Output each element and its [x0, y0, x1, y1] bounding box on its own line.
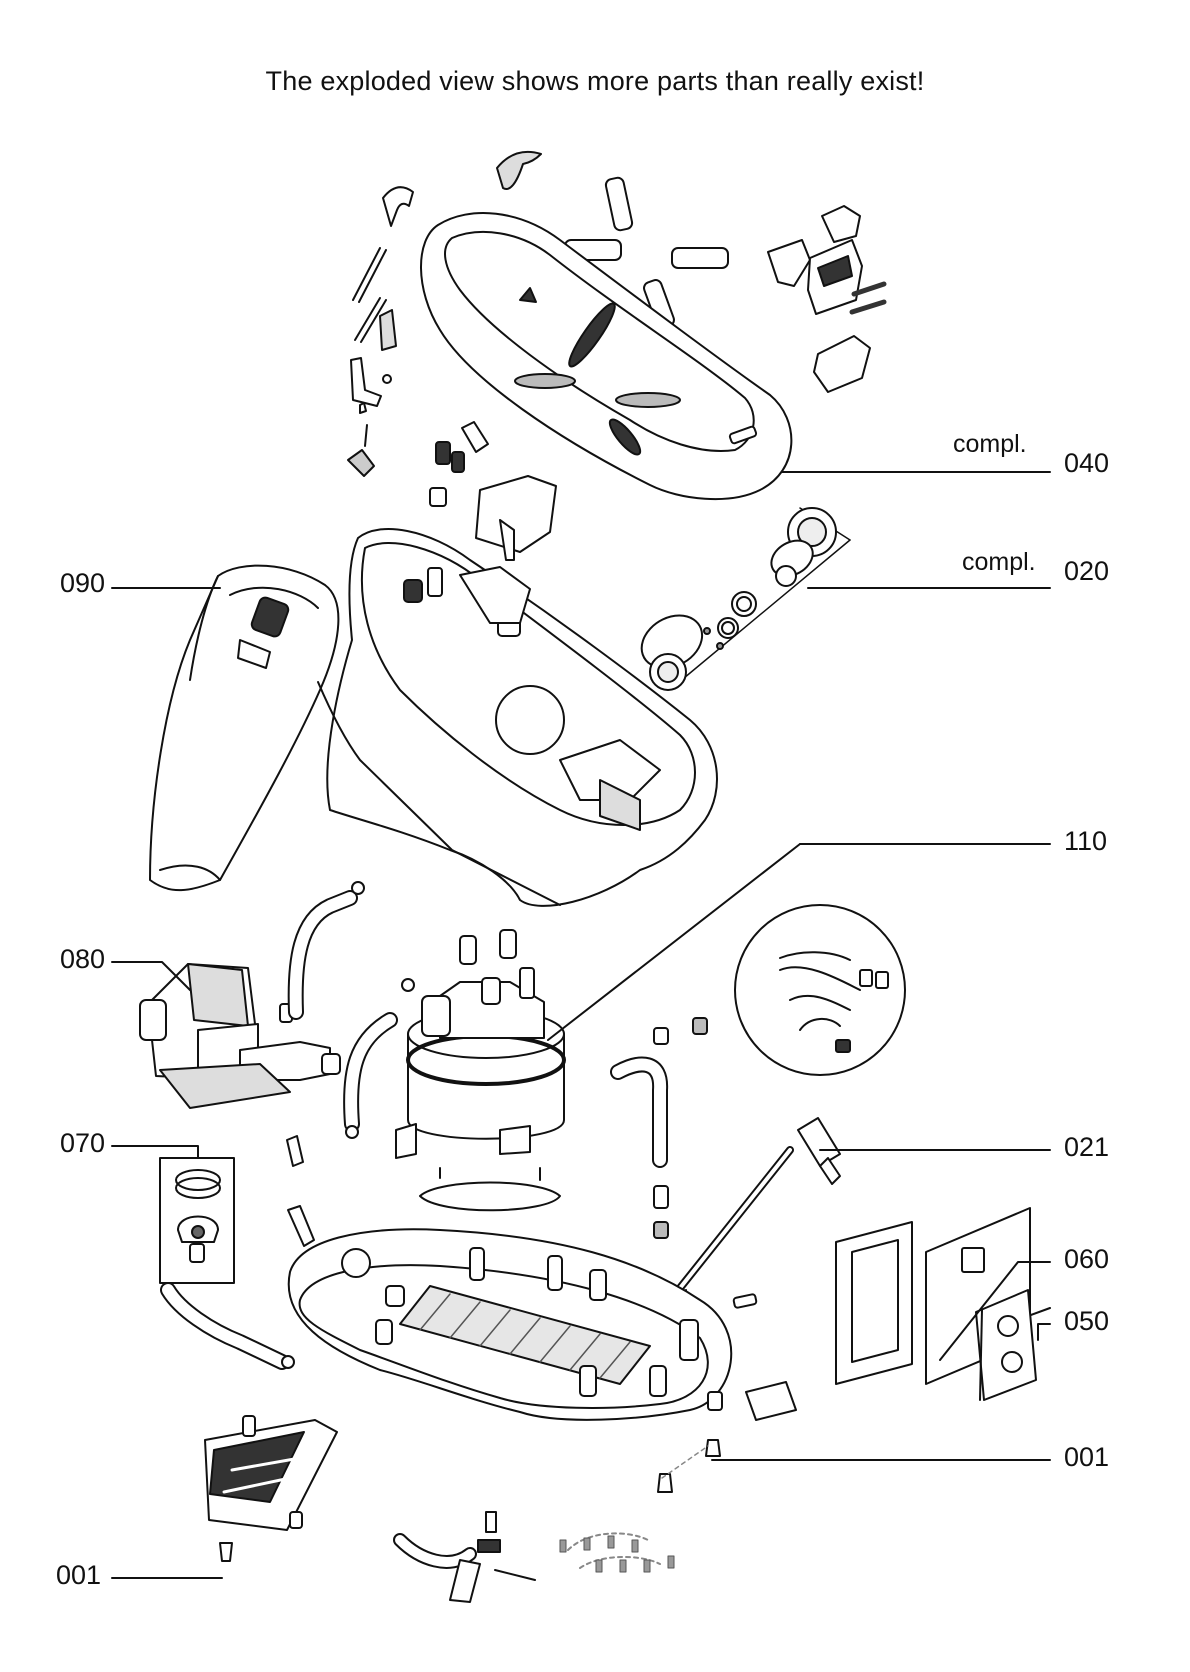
pump-080	[139, 963, 341, 1109]
callout-060-number: 060	[1064, 1244, 1110, 1274]
callout-020-number: 020	[1064, 556, 1110, 586]
water-tank-090	[149, 564, 340, 892]
handle-cover-040	[420, 212, 793, 500]
leader-060	[939, 1261, 1051, 1361]
callout-040-note: compl.	[953, 430, 1027, 458]
leader-lines	[111, 471, 1051, 1579]
power-cord-021	[673, 1117, 841, 1309]
callout-110-number: 110	[1064, 826, 1108, 856]
callout-070-number: 070	[60, 1128, 106, 1158]
boiler-110	[286, 881, 708, 1247]
callout-050-number: 050	[1064, 1306, 1110, 1336]
bottom-small-parts	[160, 1282, 721, 1603]
callout-001-left-number: 001	[56, 1560, 102, 1590]
callout-021-number: 021	[1064, 1132, 1110, 1162]
callout-001-right-number: 001	[1064, 1442, 1110, 1472]
callout-090-number: 090	[60, 568, 106, 598]
electronics-060-050	[835, 1207, 1051, 1401]
button-parts-020	[640, 507, 851, 691]
callout-080-number: 080	[60, 944, 106, 974]
leader-110-diag	[547, 843, 801, 1041]
leader-070	[111, 1145, 199, 1159]
leader-080	[111, 961, 191, 991]
callout-020-note: compl.	[962, 548, 1036, 576]
wiring-detail	[734, 904, 906, 1076]
valve-detail-070	[159, 1157, 235, 1284]
leader-050	[1037, 1323, 1051, 1341]
upper-housing	[317, 528, 718, 907]
base-plate	[287, 1228, 797, 1421]
notice-text: The exploded view shows more parts than …	[265, 66, 925, 96]
top-small-parts	[347, 150, 887, 561]
callout-040-number: 040	[1064, 448, 1110, 478]
